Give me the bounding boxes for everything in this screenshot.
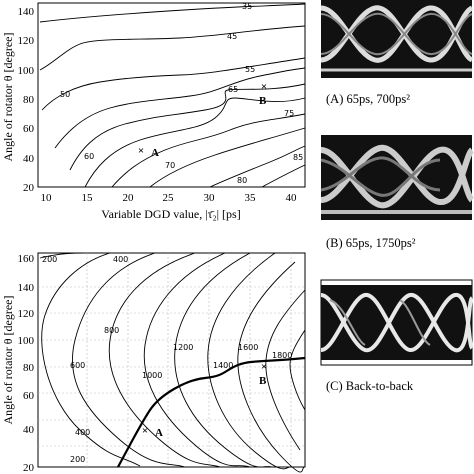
point-label-b: B: [259, 95, 267, 107]
top-contour-label: 35: [242, 2, 252, 11]
top-contour-plot: 35 45 50 55 60 65 70 75 80 85 20 40 60 8…: [1, 2, 306, 221]
svg-text:×: ×: [138, 145, 144, 157]
bottom-contour-1600: [237, 261, 306, 473]
top-contour-45: [39, 25, 306, 71]
eye-caption-b: (B) 65ps, 1750ps²: [326, 236, 416, 250]
top-x-tick: 30: [204, 192, 216, 204]
top-contour-label: 45: [227, 32, 237, 41]
top-x-tick: 35: [245, 192, 257, 204]
bottom-contour-label: 400: [113, 255, 128, 264]
bottom-plot-frame: [37, 252, 306, 468]
bottom-contour-200-top: [39, 252, 86, 259]
bottom-contour-label: 800: [104, 326, 119, 335]
top-contour-65: [84, 97, 306, 188]
bottom-contour-label: 1600: [238, 343, 258, 352]
svg-text:×: ×: [261, 81, 267, 93]
top-point-a: × A: [138, 145, 159, 159]
eye-diagram-c: [320, 279, 474, 366]
top-contour-label: 80: [237, 176, 247, 185]
top-x-tick: 15: [82, 192, 94, 204]
top-contour-55: [54, 67, 306, 149]
bottom-y-ticks: 20 40 60 80 100 120 140 160: [18, 253, 35, 474]
bottom-y-tick: 120: [18, 308, 35, 320]
bottom-y-tick: 20: [23, 462, 35, 474]
top-y-ticks: 20 40 60 80 100 120 140: [18, 6, 35, 194]
bottom-y-tick: 40: [23, 424, 35, 436]
point-label-a: A: [155, 427, 163, 439]
bottom-contour-1800: [265, 289, 306, 451]
top-contour-85: [261, 164, 306, 188]
top-x-tick: 40: [286, 192, 298, 204]
bottom-contour-2000: [289, 329, 306, 411]
bottom-point-b: × B: [259, 361, 267, 387]
top-x-tick: 10: [41, 192, 53, 204]
bottom-contour-plot: 200 400 600 800 1000 1200 1400 1600 1800…: [1, 252, 306, 474]
bottom-point-a: × A: [142, 425, 163, 439]
bottom-contour-1400: [207, 252, 293, 470]
eye-diagram-a: [320, 0, 474, 78]
bottom-optimum-curve: [117, 356, 306, 468]
top-x-tick: 20: [123, 192, 135, 204]
top-plot-frame: [37, 2, 306, 188]
bottom-contour-label: 400: [75, 428, 90, 437]
bottom-grid: [38, 253, 305, 467]
eye-caption-c: (C) Back-to-back: [326, 379, 414, 393]
top-y-tick: 100: [18, 65, 35, 77]
svg-text:×: ×: [142, 425, 148, 437]
top-contour-label: 85: [293, 153, 303, 162]
bottom-y-tick: 160: [18, 253, 35, 265]
top-x-axis-label: Variable DGD value, |τ̄₂| [ps]: [101, 207, 240, 221]
top-contour-label: 70: [165, 161, 175, 170]
bottom-contour-label: 200: [70, 455, 85, 464]
top-x-tick: 25: [163, 192, 175, 204]
top-contour-70: [111, 113, 306, 188]
bottom-contour-600: [71, 252, 186, 468]
bottom-contour-1200: [174, 252, 273, 468]
bottom-contour-label: 1200: [173, 343, 193, 352]
top-contour-75: [149, 127, 306, 188]
top-contour-35: [39, 3, 306, 23]
bottom-contour-label: 1800: [272, 351, 292, 360]
top-y-tick: 140: [18, 6, 35, 18]
top-contour-60: [69, 83, 306, 171]
top-y-tick: 60: [23, 123, 35, 135]
bottom-y-axis-label: Angle of rotator θ [degree]: [1, 295, 15, 424]
top-contour-label: 55: [245, 65, 255, 74]
eye-diagram-b: [320, 135, 474, 220]
bottom-y-tick: 100: [18, 335, 35, 347]
bottom-y-tick: 60: [23, 390, 35, 402]
top-y-tick: 80: [23, 94, 35, 106]
top-contour-80: [209, 145, 306, 188]
top-y-tick: 40: [23, 153, 35, 165]
point-label-b: B: [259, 375, 267, 387]
top-contour-label: 75: [284, 109, 294, 118]
top-contour-50: [41, 57, 306, 111]
top-y-tick: 20: [23, 182, 35, 194]
bottom-y-tick: 140: [18, 282, 35, 294]
top-point-b: × B: [259, 81, 267, 107]
top-y-axis-label: Angle of rotator θ [degree]: [1, 32, 15, 161]
bottom-contour-label: 200: [42, 255, 57, 264]
bottom-y-tick: 80: [23, 362, 35, 374]
bottom-contour-label: 1400: [213, 361, 233, 370]
top-contour-label: 65: [228, 85, 238, 94]
bottom-contour-400: [41, 252, 141, 467]
point-label-a: A: [151, 147, 159, 159]
top-x-ticks: 10 15 20 25 30 35 40: [41, 192, 298, 204]
bottom-contour-label: 600: [70, 361, 85, 370]
bottom-contour-1000: [143, 252, 251, 468]
top-contour-label: 50: [60, 90, 70, 99]
top-contour-label: 60: [84, 152, 94, 161]
bottom-contour-label: 1000: [142, 371, 162, 380]
bottom-contour-800: [108, 252, 221, 468]
svg-text:×: ×: [261, 361, 267, 373]
eye-caption-a: (A) 65ps, 700ps²: [326, 92, 410, 106]
top-y-tick: 120: [18, 35, 35, 47]
